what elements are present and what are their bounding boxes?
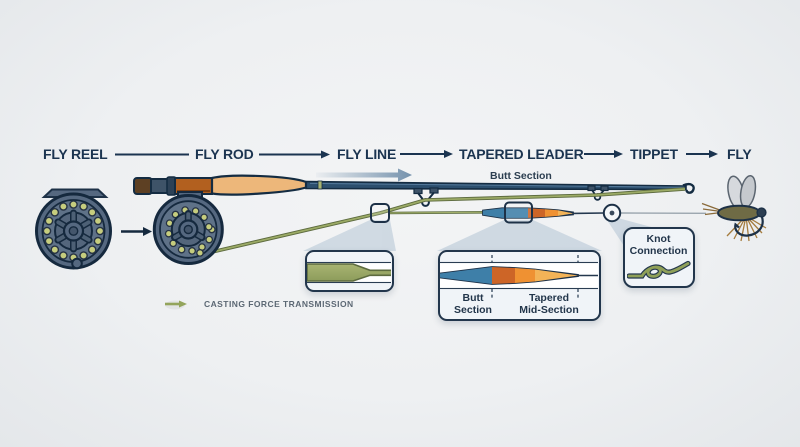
- fly-line-zoom-marker: [370, 203, 390, 223]
- callout-beams: [303, 217, 655, 251]
- connector-arrow: [259, 150, 330, 159]
- beam-fly-line: [303, 220, 396, 251]
- flow-step-fly: FLY: [727, 146, 752, 162]
- fly-line-path: [211, 187, 686, 254]
- connector-arrow: [584, 150, 623, 158]
- knot-circle-marker: [602, 203, 622, 223]
- fly-line-callout-box: [305, 250, 394, 292]
- dry-fly-icon: [701, 174, 767, 242]
- fly-reel-icon: [35, 188, 112, 270]
- spool-holes: [42, 200, 105, 262]
- flow-step-tapered-leader: TAPERED LEADER: [459, 146, 584, 162]
- knot-label: Knot Connection: [629, 233, 688, 257]
- flow-step-fly-rod: FLY ROD: [195, 146, 254, 162]
- leader-zoom-marker: [504, 201, 533, 224]
- legend-swatch-arrow: [165, 300, 187, 310]
- flow-step-fly-reel: FLY REEL: [43, 146, 108, 162]
- fly-body: [717, 204, 761, 222]
- knot-icon: [627, 260, 691, 279]
- flow-connectors: [115, 150, 718, 159]
- leader-butt-label: Butt Section: [454, 292, 492, 316]
- leader-mid-label: Tapered Mid-Section: [519, 292, 579, 316]
- mounted-fly-reel-icon: [152, 191, 224, 265]
- leader-taper-graphic: [440, 255, 598, 300]
- casting-force-arrow: [316, 168, 412, 182]
- fly-rod-icon: [133, 174, 695, 207]
- cork-grip: [210, 174, 308, 196]
- connector-arrow: [400, 150, 453, 158]
- rod-tip-top: [682, 182, 695, 194]
- connector-arrow: [686, 150, 718, 158]
- beam-leader: [437, 220, 602, 251]
- fly-hook: [734, 216, 764, 237]
- fly-head: [756, 207, 767, 218]
- spool-holes: [164, 206, 216, 257]
- rod-butt-cap: [133, 177, 153, 195]
- flow-step-fly-line: FLY LINE: [337, 146, 397, 162]
- leader-callout-box: Butt Section Tapered Mid-Section: [438, 250, 601, 321]
- rod-wrap-mark: [317, 180, 323, 190]
- butt-section-label: Butt Section: [490, 170, 552, 182]
- leader-tippet-line: [388, 207, 707, 219]
- fly-wing: [739, 174, 757, 209]
- fly-line-taper-graphic: [307, 261, 391, 284]
- flow-step-tippet: TIPPET: [630, 146, 678, 162]
- knot-callout-box: Knot Connection: [623, 227, 695, 288]
- reel-counterweight: [71, 257, 83, 270]
- reel-to-rod-arrow: [121, 227, 152, 236]
- legend-label: CASTING FORCE TRANSMISSION: [204, 299, 354, 309]
